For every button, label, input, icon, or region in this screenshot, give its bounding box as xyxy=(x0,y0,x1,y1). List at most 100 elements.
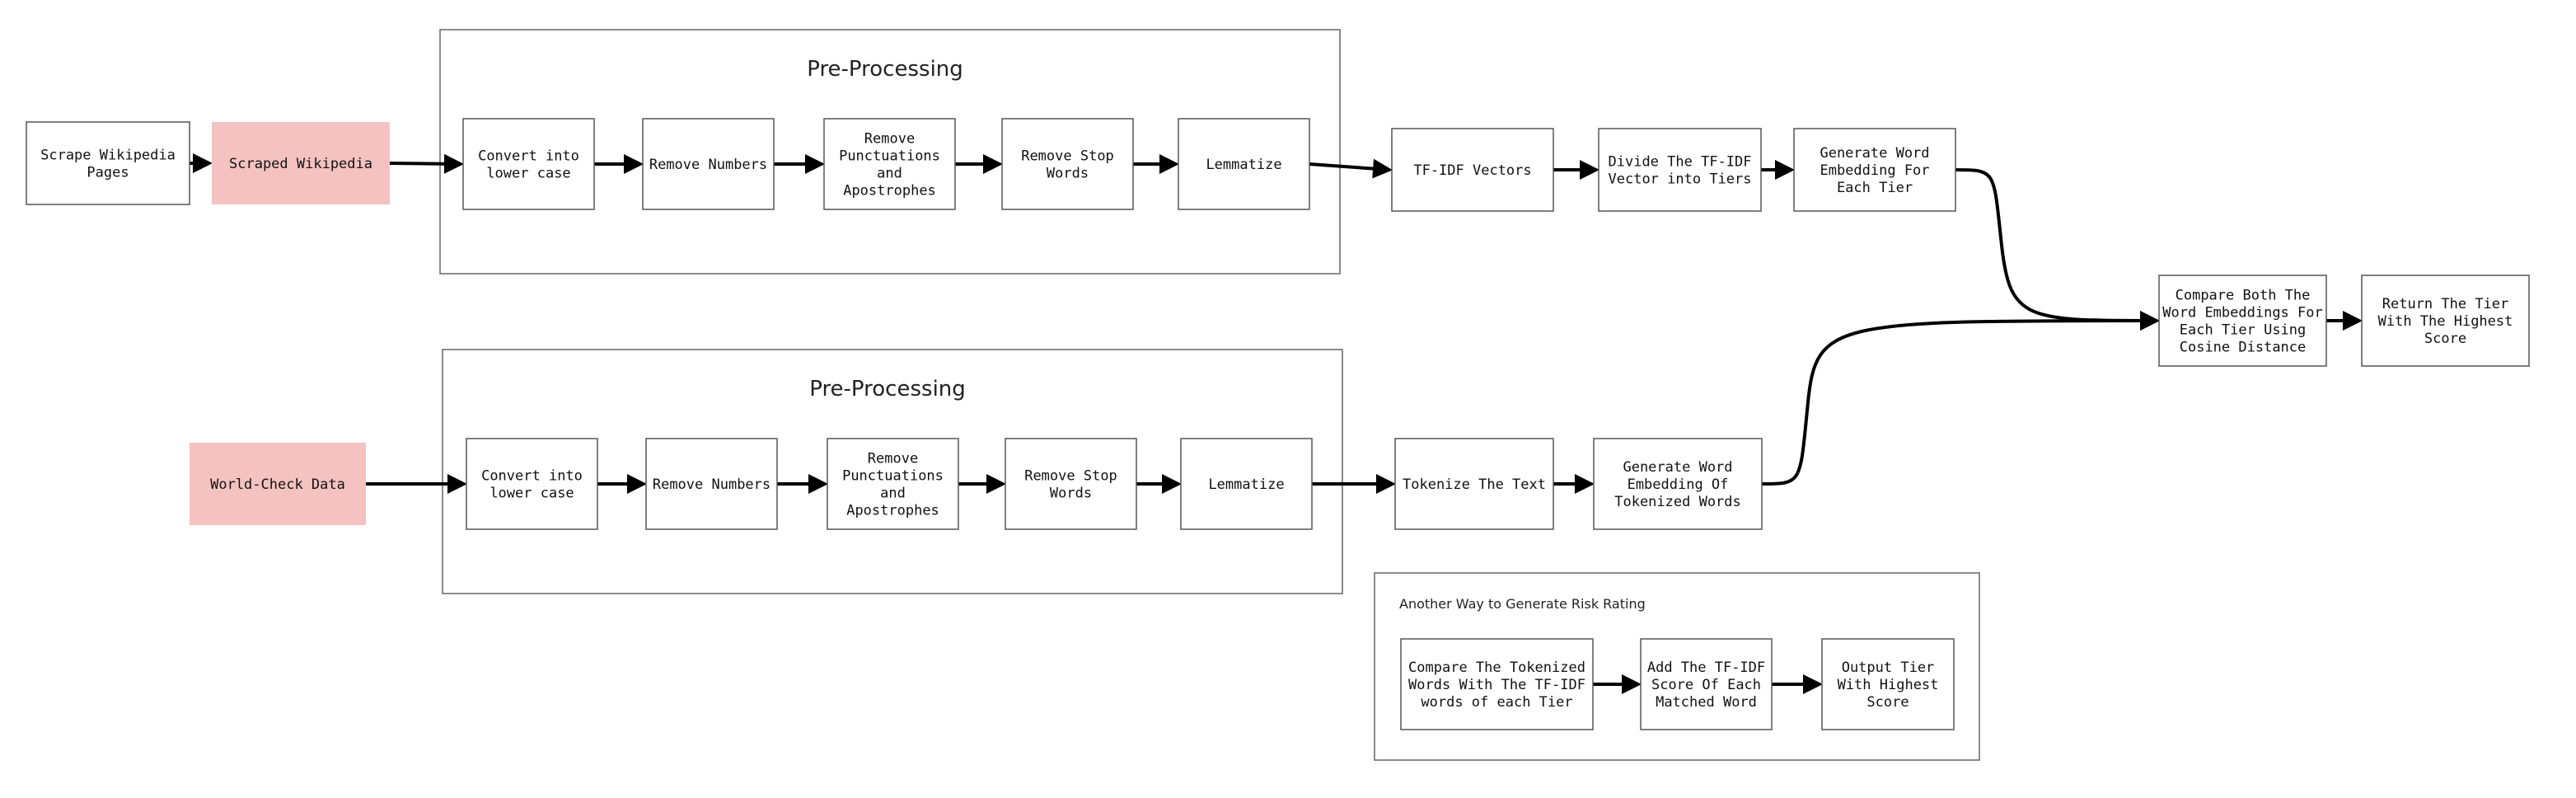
node-compare-line: Cosine Distance xyxy=(2180,340,2307,356)
node-addScore-line: Matched Word xyxy=(1656,694,1757,711)
node-genTok-line: Generate Word xyxy=(1623,459,1732,476)
node-tfidf-line: TF-IDF Vectors xyxy=(1413,162,1531,179)
node-ret-line: Return The Tier xyxy=(2382,296,2509,312)
node-genTok-line: Embedding Of xyxy=(1628,476,1729,493)
node-tfidf: TF-IDF Vectors xyxy=(1391,128,1554,212)
node-punct1-box xyxy=(823,118,956,210)
node-addScore-line: Add The TF-IDF xyxy=(1647,660,1765,676)
node-punct2-line: Remove xyxy=(868,451,918,467)
g2-group-frame xyxy=(442,349,1343,594)
node-genTier-line: Each Tier xyxy=(1837,180,1913,196)
node-cmpTok-box xyxy=(1400,638,1594,730)
node-outTier-line: Score xyxy=(1866,694,1909,711)
node-stop2-line: Words xyxy=(1050,486,1092,502)
node-num1: Remove Numbers xyxy=(642,118,775,210)
node-stop2-box xyxy=(1005,438,1137,530)
node-stop1-box xyxy=(1001,118,1134,210)
node-compare-box xyxy=(2158,275,2327,367)
g3-group-title: Another Way to Generate Risk Rating xyxy=(1399,596,1646,612)
node-ret-line: Score xyxy=(2424,331,2466,347)
node-num2-box xyxy=(645,438,778,530)
edge-genTok-to-compare xyxy=(1761,311,2160,486)
node-num1-box xyxy=(642,118,775,210)
node-genTier-box xyxy=(1793,128,1956,212)
node-lower2-box xyxy=(466,438,598,530)
node-punct1-line: Punctuations xyxy=(839,148,940,165)
node-stop1-line: Remove Stop xyxy=(1021,148,1114,165)
node-genTok-line: Tokenized Words xyxy=(1614,494,1741,510)
node-world-box xyxy=(190,443,366,525)
node-token-line: Tokenize The Text xyxy=(1403,476,1546,493)
node-lemma2-box xyxy=(1180,438,1313,530)
node-world-line: World-Check Data xyxy=(210,476,345,493)
node-scrape-box xyxy=(26,121,190,205)
node-divide-line: Divide The TF-IDF xyxy=(1609,154,1752,171)
node-scrape-line: Scrape Wikipedia xyxy=(40,148,176,164)
node-genTok-box xyxy=(1593,438,1763,530)
node-cmpTok-line: words of each Tier xyxy=(1421,694,1572,711)
node-scrape-line: Pages xyxy=(87,165,129,181)
node-ret-line: With The Highest xyxy=(2378,313,2513,330)
node-lower1-line: Convert into xyxy=(478,148,579,165)
node-punct1-line: Apostrophes xyxy=(843,183,936,200)
node-outTier-line: With Highest xyxy=(1838,677,1939,693)
node-lower1-box xyxy=(462,118,595,210)
node-tfidf-box xyxy=(1391,128,1554,212)
node-scraped: Scraped Wikipedia xyxy=(212,122,390,204)
node-lemma1: Lemmatize xyxy=(1178,118,1310,210)
node-outTier-line: Output Tier xyxy=(1842,660,1935,676)
node-punct1-line: and xyxy=(877,166,902,182)
node-num2: Remove Numbers xyxy=(645,438,778,530)
node-punct2-line: Punctuations xyxy=(842,468,944,485)
edge-scraped-to-lower1 xyxy=(389,153,464,174)
node-token-box xyxy=(1394,438,1554,530)
node-addScore-box xyxy=(1640,638,1773,730)
node-divide-box xyxy=(1598,128,1762,212)
node-lower1-line: lower case xyxy=(486,166,570,182)
node-compare-line: Compare Both The xyxy=(2176,288,2311,304)
node-num2-line: Remove Numbers xyxy=(653,476,770,493)
node-lemma2: Lemmatize xyxy=(1180,438,1313,530)
node-num1-line: Remove Numbers xyxy=(649,157,767,173)
edge-lemma1-to-tfidf xyxy=(1309,158,1393,179)
node-genTier-line: Embedding For xyxy=(1820,162,1929,179)
g3-group-frame xyxy=(1374,572,1980,761)
node-punct2-box xyxy=(827,438,959,530)
node-compare-line: Each Tier Using xyxy=(2180,322,2307,339)
node-cmpTok-line: Words With The TF-IDF xyxy=(1408,677,1585,693)
node-lemma1-line: Lemmatize xyxy=(1206,157,1281,173)
node-scraped-box xyxy=(212,122,390,204)
node-punct1-line: Remove xyxy=(864,131,915,148)
g1-group-frame xyxy=(439,29,1341,275)
node-punct2-line: and xyxy=(880,486,906,502)
node-genTier-line: Generate Word xyxy=(1820,145,1929,162)
node-scraped-line: Scraped Wikipedia xyxy=(229,156,372,172)
node-token: Tokenize The Text xyxy=(1394,438,1554,530)
node-divide-line: Vector into Tiers xyxy=(1609,171,1752,188)
node-stop1-line: Words xyxy=(1047,166,1089,182)
node-outTier-box xyxy=(1821,638,1955,730)
node-lower2-line: lower case xyxy=(489,486,574,502)
g2-group-title: Pre-Processing xyxy=(809,377,966,401)
node-lemma2-line: Lemmatize xyxy=(1208,476,1284,493)
g1-group-title: Pre-Processing xyxy=(807,57,963,82)
node-ret-box xyxy=(2361,275,2530,367)
node-punct2-line: Apostrophes xyxy=(846,503,939,519)
node-addScore-line: Score Of Each xyxy=(1651,677,1761,693)
node-compare-line: Word Embeddings For xyxy=(2162,305,2322,322)
